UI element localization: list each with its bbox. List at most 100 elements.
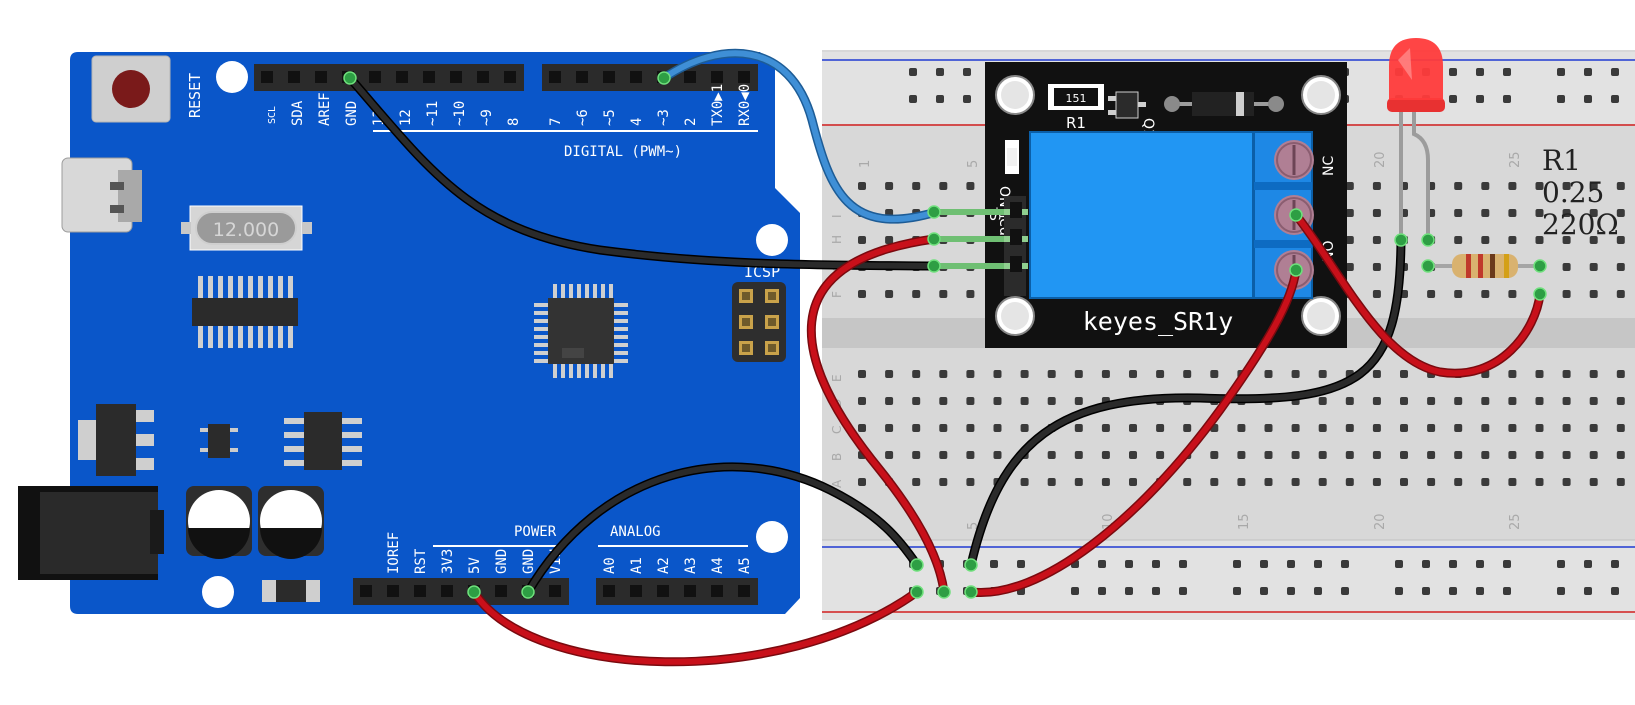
breadboard-hole (1345, 397, 1354, 405)
breadboard-hole (1318, 478, 1327, 486)
header-pin (711, 585, 723, 597)
rail-hole (1125, 560, 1133, 568)
breadboard-hole (1345, 263, 1354, 271)
top-pin-label: ~6 (575, 109, 591, 126)
top-pin-label: 7 (548, 118, 564, 126)
reset-button-cap[interactable] (112, 70, 150, 108)
connection-point (1533, 287, 1547, 301)
red-led (1387, 38, 1445, 238)
breadboard-hole (1535, 478, 1544, 486)
resistor-value: 220Ω (1542, 208, 1619, 241)
header-pin (396, 71, 408, 83)
breadboard-hole (993, 370, 1002, 378)
breadboard-hole (1481, 424, 1490, 432)
bottom-pin-label: A0 (602, 557, 618, 574)
breadboard-hole (1400, 424, 1408, 432)
breadboard-hole (1372, 263, 1381, 271)
bottom-pin-label: IOREF (386, 532, 402, 574)
reset-button[interactable] (91, 55, 171, 123)
breadboard-hole (1508, 478, 1517, 486)
breadboard-hole (858, 290, 866, 298)
resistor-name: R1 (1542, 144, 1581, 177)
breadboard-hole (1562, 236, 1571, 244)
row-letter-e: E (830, 374, 844, 382)
rail-hole (1341, 560, 1349, 568)
rail-hole (909, 68, 917, 76)
header-pin (261, 71, 273, 83)
breadboard-hole (1345, 209, 1354, 217)
breadboard-hole (1074, 478, 1083, 486)
breadboard-hole (1616, 478, 1625, 486)
signal-pin-label: S (986, 212, 1002, 221)
connection-point (964, 558, 978, 572)
connection-point (343, 71, 357, 85)
breadboard-hole (1427, 451, 1436, 459)
breadboard-hole (885, 451, 894, 459)
rail-hole (1557, 560, 1565, 568)
breadboard-hole (1291, 424, 1300, 432)
breadboard-hole (1318, 397, 1327, 405)
rail-hole (1314, 587, 1322, 595)
rail-hole (1476, 68, 1484, 76)
breadboard-hole (1562, 263, 1571, 271)
breadboard-hole (1616, 182, 1625, 190)
rail-hole (990, 560, 998, 568)
breadboard-hole (1481, 182, 1490, 190)
breadboard-hole (858, 478, 866, 486)
row-letter-h: H (830, 235, 844, 244)
breadboard-hole (1616, 263, 1625, 271)
bottom-pin-label: RST (413, 548, 429, 574)
breadboard-hole (1454, 182, 1463, 190)
col-number-15b: 15 (1237, 513, 1252, 530)
breadboard-hole (1020, 370, 1029, 378)
microcontroller-chip (534, 284, 628, 378)
breadboard-hole (912, 478, 921, 486)
header-pin (315, 71, 327, 83)
breadboard-hole (885, 236, 894, 244)
breadboard-hole (1264, 370, 1273, 378)
breadboard-hole (1589, 370, 1598, 378)
connection-point (521, 585, 535, 599)
bottom-pin-label: 3V3 (440, 549, 456, 574)
col-number-5: 5 (966, 160, 981, 168)
crystal-oscillator: 12.000 (181, 205, 312, 251)
breadboard-hole (1454, 397, 1463, 405)
connection-point (927, 232, 941, 246)
breadboard-hole (939, 182, 948, 190)
breadboard-hole (1047, 370, 1056, 378)
breadboard-hole (885, 290, 894, 298)
breadboard-hole (1589, 236, 1598, 244)
rail-hole (1098, 587, 1106, 595)
header-pin (684, 585, 696, 597)
top-pin-label: ~9 (479, 109, 495, 126)
header-pin (603, 585, 615, 597)
connection-point (910, 585, 924, 599)
rail-hole (1557, 95, 1565, 103)
rail-hole (1395, 587, 1403, 595)
bottom-pin-label: A3 (683, 557, 699, 574)
breadboard-hole (1291, 451, 1300, 459)
header-pin (549, 585, 561, 597)
breadboard-hole (1129, 370, 1137, 378)
smd-fuse (262, 580, 320, 602)
breadboard-hole (966, 424, 975, 432)
header-pin (441, 585, 453, 597)
bottom-pin-label: A5 (737, 557, 753, 574)
breadboard-hole (993, 451, 1002, 459)
col-number-20: 20 (1373, 151, 1388, 168)
connection-point (1421, 259, 1435, 273)
header-pin (360, 585, 372, 597)
breadboard-hole (1481, 397, 1490, 405)
bottom-pin-label: 5V (467, 557, 483, 574)
connection-point (467, 585, 481, 599)
bottom-power-rail (822, 540, 1635, 620)
digital-label: DIGITAL (PWM~) (564, 144, 682, 160)
breadboard-hole (1101, 451, 1110, 459)
connection-point (1394, 233, 1408, 247)
breadboard-hole (1562, 182, 1571, 190)
header-pin (423, 71, 435, 83)
breadboard-hole (912, 424, 921, 432)
breadboard-hole (1074, 370, 1083, 378)
rail-hole (1584, 587, 1592, 595)
breadboard-hole (1508, 182, 1517, 190)
